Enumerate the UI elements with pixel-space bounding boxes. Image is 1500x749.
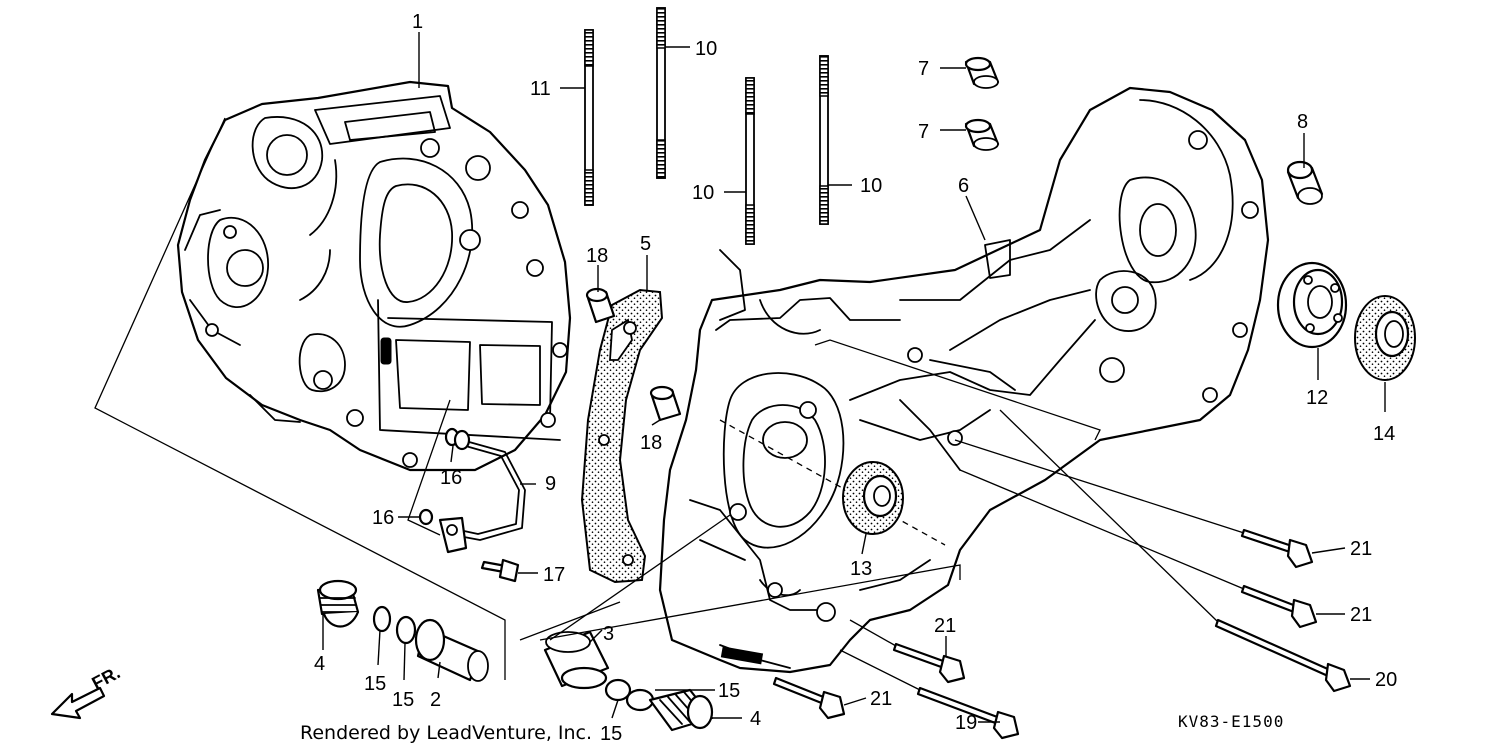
bearing-8	[1286, 160, 1324, 205]
assembly-line-lower	[539, 564, 961, 641]
callout-7-lower: 7	[918, 121, 929, 143]
leader-lines	[322, 32, 1386, 723]
stud-bolt-10-b	[745, 77, 755, 245]
callout-21-middle: 21	[1350, 604, 1372, 626]
assembly-line-21a	[954, 439, 1245, 534]
callout-12: 12	[1306, 387, 1328, 409]
front-arrow-icon	[50, 686, 106, 720]
front-label: FR.	[88, 662, 123, 693]
callout-7-upper: 7	[918, 58, 929, 80]
callout-15-d: 15	[600, 723, 622, 745]
callout-15-a: 15	[364, 673, 386, 695]
strainer-4-left	[316, 579, 360, 628]
callout-4-right: 4	[750, 708, 761, 730]
assembly-line-left	[94, 117, 506, 680]
callout-18-lower: 18	[640, 432, 662, 454]
stud-bolt-10-c	[819, 55, 829, 225]
callout-16-upper: 16	[440, 467, 462, 489]
dowel-pin-18-upper	[585, 287, 616, 324]
callout-17: 17	[543, 564, 565, 586]
callout-16-lower: 16	[372, 507, 394, 529]
crank-axis-dashed	[719, 419, 946, 546]
callout-5: 5	[640, 233, 651, 255]
bearing-12	[1276, 261, 1348, 349]
strainer-cap-3	[543, 630, 610, 690]
callout-9: 9	[545, 473, 556, 495]
collar-7-upper	[964, 56, 1000, 89]
callout-18-upper: 18	[586, 245, 608, 267]
stud-bolt-11	[584, 29, 594, 206]
bolt-21-upper	[1240, 528, 1314, 569]
assembly-line-21c	[849, 619, 897, 647]
callout-13: 13	[850, 558, 872, 580]
bolt-19	[916, 686, 1020, 740]
callout-21-lower-right: 21	[934, 615, 956, 637]
render-credit: Rendered by LeadVenture, Inc.	[300, 722, 592, 744]
assembly-line-19	[839, 649, 921, 691]
bolt-21-lower-right	[892, 642, 966, 684]
right-crankcase-half	[658, 86, 1270, 674]
washer-16-upper	[444, 427, 471, 451]
front-direction-indicator: FR.	[50, 662, 123, 720]
o-ring-15-left-a	[372, 605, 392, 633]
callout-labels: 1 2 3 4 4 5 6 7 7 8 9 10 10 10 11 12 13 …	[314, 11, 1397, 745]
o-ring-15-left-b	[395, 615, 417, 645]
assembly-line-21b	[959, 469, 1245, 590]
callout-21-lower-left: 21	[870, 688, 892, 710]
diagram-code: KV83-E1500	[1178, 712, 1284, 731]
strainer-cap-2	[414, 618, 489, 682]
bolt-21-middle	[1240, 584, 1318, 629]
oil-seal-13	[842, 461, 904, 535]
callout-15-b: 15	[392, 689, 414, 711]
oil-pipe	[438, 439, 526, 554]
assembly-line-16	[407, 399, 451, 536]
assembly-line-3	[519, 601, 621, 641]
callout-8: 8	[1297, 111, 1308, 133]
callout-6: 6	[958, 175, 969, 197]
bolt-20	[1214, 618, 1352, 693]
dowel-pin-18-lower	[649, 385, 682, 422]
callout-15-c: 15	[718, 680, 740, 702]
washer-16-lower	[418, 508, 434, 526]
callout-14: 14	[1373, 423, 1395, 445]
callout-10-middle: 10	[692, 182, 714, 204]
bolt-21-lower-left	[772, 676, 846, 720]
callout-4-left: 4	[314, 653, 325, 675]
callout-1: 1	[412, 11, 423, 33]
callout-10-top: 10	[695, 38, 717, 60]
stud-bolt-10-a	[656, 7, 666, 179]
callout-19: 19	[955, 712, 977, 734]
bolt-17	[480, 558, 520, 583]
left-crankcase-half	[176, 80, 572, 472]
callout-11: 11	[530, 78, 551, 100]
bearing-14	[1354, 295, 1416, 381]
assembly-line-20	[999, 409, 1219, 623]
callout-20: 20	[1375, 669, 1397, 691]
strainer-4-right	[648, 688, 714, 732]
assembly-line-strainer	[549, 514, 731, 641]
collar-7-lower	[964, 118, 1000, 151]
callout-10-right: 10	[860, 175, 882, 197]
callout-21-upper: 21	[1350, 538, 1372, 560]
callout-3: 3	[603, 623, 614, 645]
crankcase-gasket	[580, 288, 664, 584]
callout-2: 2	[430, 689, 441, 711]
